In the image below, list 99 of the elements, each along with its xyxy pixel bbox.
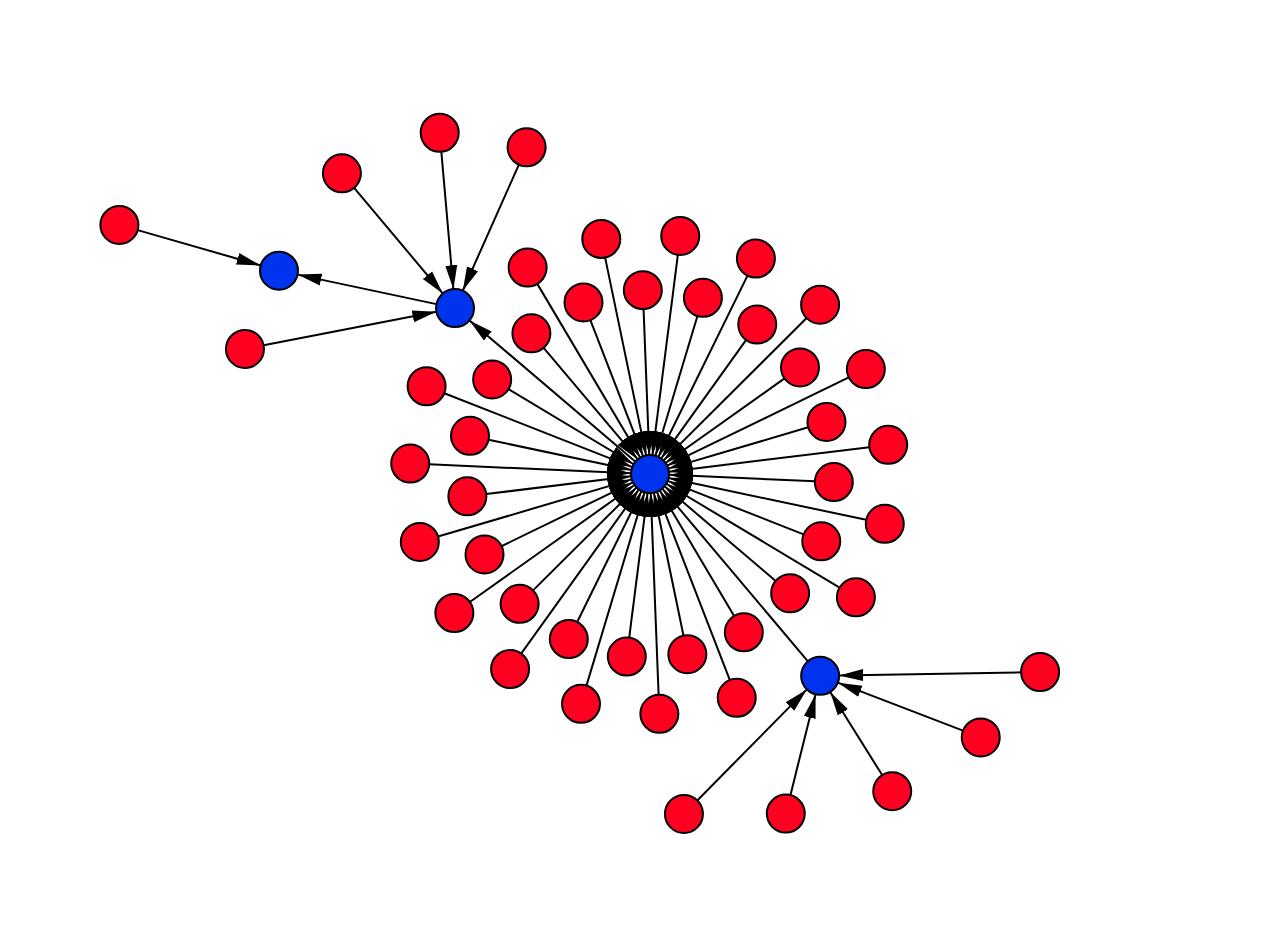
node-circle bbox=[1020, 652, 1061, 692]
arrow bbox=[461, 163, 520, 292]
arrow bbox=[589, 319, 645, 458]
arrow bbox=[664, 377, 786, 464]
arrow bbox=[585, 491, 646, 687]
node-circle bbox=[780, 347, 820, 388]
arrow bbox=[485, 473, 633, 496]
node-circle bbox=[472, 359, 513, 400]
node-circle bbox=[499, 583, 540, 624]
arrow bbox=[353, 186, 444, 295]
arrow bbox=[507, 388, 635, 466]
node-circle bbox=[447, 476, 488, 517]
arrow bbox=[660, 338, 748, 460]
node-circle bbox=[563, 282, 604, 323]
node-circle bbox=[660, 215, 701, 256]
arrow bbox=[520, 488, 640, 655]
arrow bbox=[604, 256, 648, 457]
arrow bbox=[658, 489, 736, 617]
node-circle bbox=[581, 219, 622, 259]
node-circle bbox=[321, 153, 362, 194]
node-circle bbox=[845, 349, 886, 390]
node-circle bbox=[406, 366, 447, 407]
node-circle bbox=[630, 454, 670, 494]
arrow bbox=[663, 485, 777, 582]
arrow bbox=[667, 426, 810, 470]
node-circle bbox=[770, 573, 811, 614]
node-circle bbox=[434, 593, 475, 633]
arrow bbox=[440, 150, 458, 291]
arrow bbox=[428, 463, 632, 479]
arrow bbox=[536, 282, 642, 459]
arrow bbox=[500, 481, 634, 548]
node-circle bbox=[663, 794, 704, 834]
arrow bbox=[443, 392, 634, 469]
arrow bbox=[829, 690, 884, 777]
arrow bbox=[532, 486, 638, 592]
arrow bbox=[789, 693, 817, 797]
arrow bbox=[649, 253, 679, 457]
node-circle bbox=[639, 693, 680, 734]
node-circle bbox=[864, 503, 905, 544]
node-circle bbox=[464, 534, 505, 575]
arrow bbox=[661, 487, 809, 663]
node-circle bbox=[765, 793, 806, 834]
node-circle bbox=[511, 313, 552, 354]
node-circle bbox=[507, 247, 548, 288]
node-circle bbox=[801, 521, 842, 562]
arrow bbox=[838, 669, 1023, 682]
node-circle bbox=[548, 619, 589, 660]
node-circle bbox=[872, 771, 913, 812]
node-circle bbox=[835, 577, 876, 618]
node-circle bbox=[606, 636, 647, 677]
node-circle bbox=[806, 401, 847, 442]
node-circle bbox=[490, 649, 531, 689]
arrow bbox=[542, 346, 639, 461]
arrow bbox=[836, 681, 964, 732]
node-circle bbox=[622, 270, 663, 311]
arrow bbox=[628, 491, 651, 639]
node-circle bbox=[735, 238, 776, 279]
node-circle bbox=[435, 288, 476, 329]
node-circle bbox=[561, 683, 601, 724]
node-circle bbox=[682, 277, 723, 318]
node-circle bbox=[419, 112, 460, 153]
arrow bbox=[487, 438, 633, 472]
arrow bbox=[696, 688, 808, 802]
arrow bbox=[657, 274, 749, 458]
node-circle bbox=[737, 304, 778, 345]
arrow bbox=[262, 310, 438, 347]
arrow bbox=[662, 317, 808, 462]
node-circle bbox=[868, 424, 909, 465]
node-circle bbox=[506, 127, 547, 168]
node-circle bbox=[716, 677, 757, 718]
arrow bbox=[296, 273, 438, 306]
arrow bbox=[668, 469, 816, 483]
arrow bbox=[437, 478, 633, 538]
node-circle bbox=[258, 250, 299, 291]
arrow bbox=[136, 229, 262, 267]
arrow bbox=[642, 308, 655, 456]
arrow bbox=[655, 490, 731, 682]
arrow bbox=[666, 376, 850, 467]
node-circle bbox=[800, 655, 841, 696]
arrow bbox=[665, 482, 841, 589]
node-circle bbox=[960, 717, 1001, 758]
arrow bbox=[468, 484, 636, 603]
arrow bbox=[667, 476, 868, 521]
node-circle bbox=[224, 328, 265, 369]
arrow bbox=[654, 314, 699, 457]
node-circle bbox=[390, 443, 431, 484]
arrow bbox=[652, 491, 685, 637]
node-circle bbox=[450, 415, 490, 456]
arrow bbox=[645, 492, 660, 696]
arrow bbox=[667, 446, 871, 475]
node-circle bbox=[800, 284, 841, 325]
arrow bbox=[576, 490, 643, 624]
node-circle bbox=[399, 521, 440, 562]
node-circle bbox=[667, 634, 708, 675]
node-circle bbox=[813, 462, 854, 502]
arrow bbox=[468, 319, 637, 463]
arrow bbox=[666, 479, 805, 536]
node-circle bbox=[723, 612, 764, 653]
node-circle bbox=[99, 204, 140, 245]
